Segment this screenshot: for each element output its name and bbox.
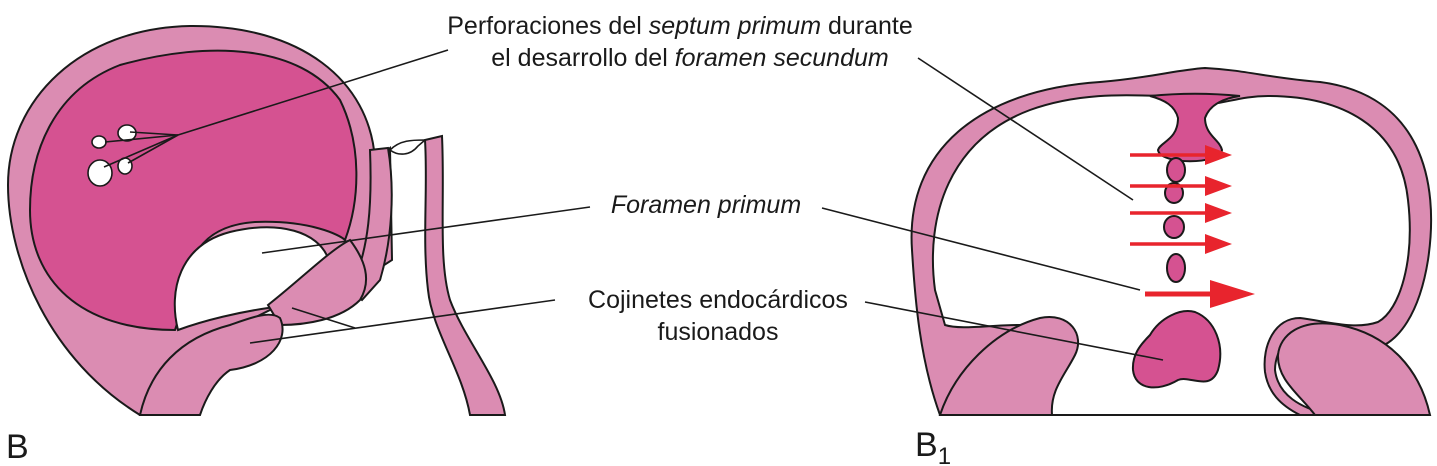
perforation-hole [87, 159, 113, 187]
septum-primum [28, 49, 358, 332]
septum-secundum-strip [348, 146, 393, 302]
leader-line [291, 307, 356, 329]
left-av-cushion [938, 316, 1080, 416]
septum-perforation [1166, 253, 1186, 283]
septum-primum-top [1149, 92, 1241, 163]
septum-perforation [1164, 182, 1184, 204]
flow-arrow-large [1145, 280, 1255, 308]
leader-line [864, 301, 1164, 361]
septum-perforation [1166, 157, 1186, 183]
flow-arrow [1130, 145, 1232, 165]
right-av-cushion [1276, 322, 1432, 416]
blood-flow-arrows [1130, 145, 1255, 308]
endocardial-cushion-upper [266, 238, 368, 327]
panel-label-b1: B1 [915, 426, 951, 466]
label-perforaciones-line1: Perforaciones del septum primum durante [447, 12, 913, 40]
label-foramen-primum: Foramen primum [611, 191, 801, 219]
flow-arrow [1130, 234, 1232, 254]
label-perforaciones-line2: el desarrollo del foramen secundum [491, 44, 888, 72]
leader-line [261, 206, 591, 254]
endocardial-cushion-lower [138, 313, 284, 416]
perforation-hole [91, 135, 107, 149]
leader-line [127, 134, 179, 164]
flow-arrow [1130, 176, 1232, 196]
panel-b-illustration [6, 24, 507, 417]
right-ventricular-wall [423, 134, 507, 416]
leader-line [249, 299, 556, 344]
septum-perforation [1163, 215, 1185, 239]
leader-line [177, 49, 449, 136]
panel-b1-illustration [910, 66, 1433, 416]
foramen-primum-opening [173, 226, 330, 332]
leader-line [129, 131, 179, 136]
label-cojinetes-line2: fusionados [658, 318, 779, 346]
leader-line [917, 57, 1134, 201]
panel-label-b: B [6, 428, 29, 466]
leader-line [821, 207, 1141, 291]
leader-line [103, 134, 179, 168]
label-cojinetes-line1: Cojinetes endocárdicos [588, 286, 848, 314]
flow-arrow [1130, 203, 1232, 223]
panel-b1-leader-lines [821, 57, 1164, 361]
fused-endocardial-cushion [1131, 310, 1222, 389]
panel-b-leader-lines [103, 49, 591, 344]
valve-notch [388, 139, 428, 155]
leader-line [104, 134, 179, 143]
